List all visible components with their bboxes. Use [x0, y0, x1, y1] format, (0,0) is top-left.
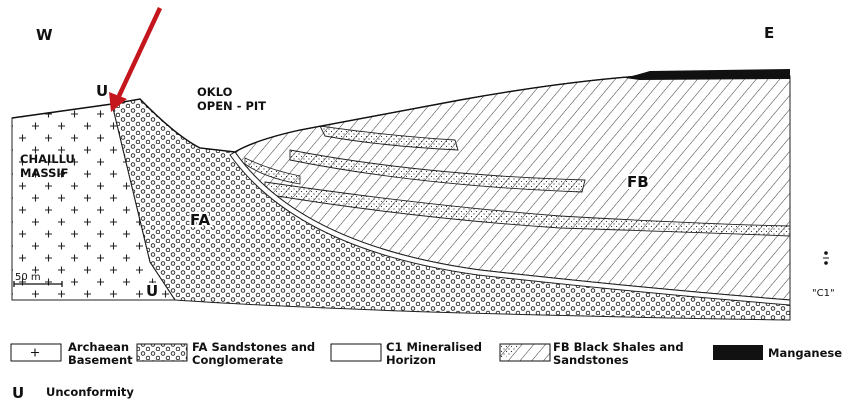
- massif-label-line2: MASSIF: [20, 166, 69, 180]
- unconformity-label-bottom: U: [146, 282, 158, 300]
- legend-manganese-label: Manganese: [768, 346, 842, 360]
- c1-marker-icon: [823, 251, 829, 265]
- legend-fa-line2: Conglomerate: [192, 353, 283, 367]
- legend-fa-line1: FA Sandstones and: [192, 340, 315, 354]
- red-arrow-icon: [109, 8, 160, 112]
- legend-fb-line1: FB Black Shales and: [553, 340, 684, 354]
- pit-label-line1: OKLO: [197, 85, 233, 99]
- legend-c1-line2: Horizon: [386, 353, 436, 367]
- legend-archaean-line2: Basement: [68, 353, 133, 367]
- c1-label: "C1": [812, 288, 835, 299]
- legend-manganese: Manganese: [713, 345, 842, 360]
- legend-c1: C1 Mineralised Horizon: [331, 340, 482, 367]
- legend-archaean-line1: Archaean: [68, 340, 129, 354]
- legend-fb-line2: Sandstones: [553, 353, 629, 367]
- legend-unconformity-symbol: U: [12, 384, 24, 402]
- legend-unconformity: U Unconformity: [12, 384, 134, 402]
- legend-archaean: Archaean Basement: [11, 340, 133, 367]
- scale-label: 50 m: [15, 272, 41, 283]
- manganese-cap: [625, 69, 790, 80]
- west-label: W: [36, 26, 53, 44]
- pit-label-line2: OPEN - PIT: [197, 99, 266, 113]
- legend-fa: FA Sandstones and Conglomerate: [137, 340, 315, 367]
- legend-c1-line1: C1 Mineralised: [386, 340, 482, 354]
- east-label: E: [764, 24, 774, 42]
- fb-label: FB: [627, 173, 649, 191]
- fa-label: FA: [190, 211, 211, 229]
- legend: Archaean Basement FA Sandstones and Cong…: [11, 340, 842, 402]
- massif-label-line1: CHAILLU: [20, 152, 75, 166]
- legend-unconformity-label: Unconformity: [46, 385, 134, 399]
- legend-fb: FB Black Shales and Sandstones: [500, 340, 684, 367]
- unconformity-label-top: U: [96, 82, 108, 100]
